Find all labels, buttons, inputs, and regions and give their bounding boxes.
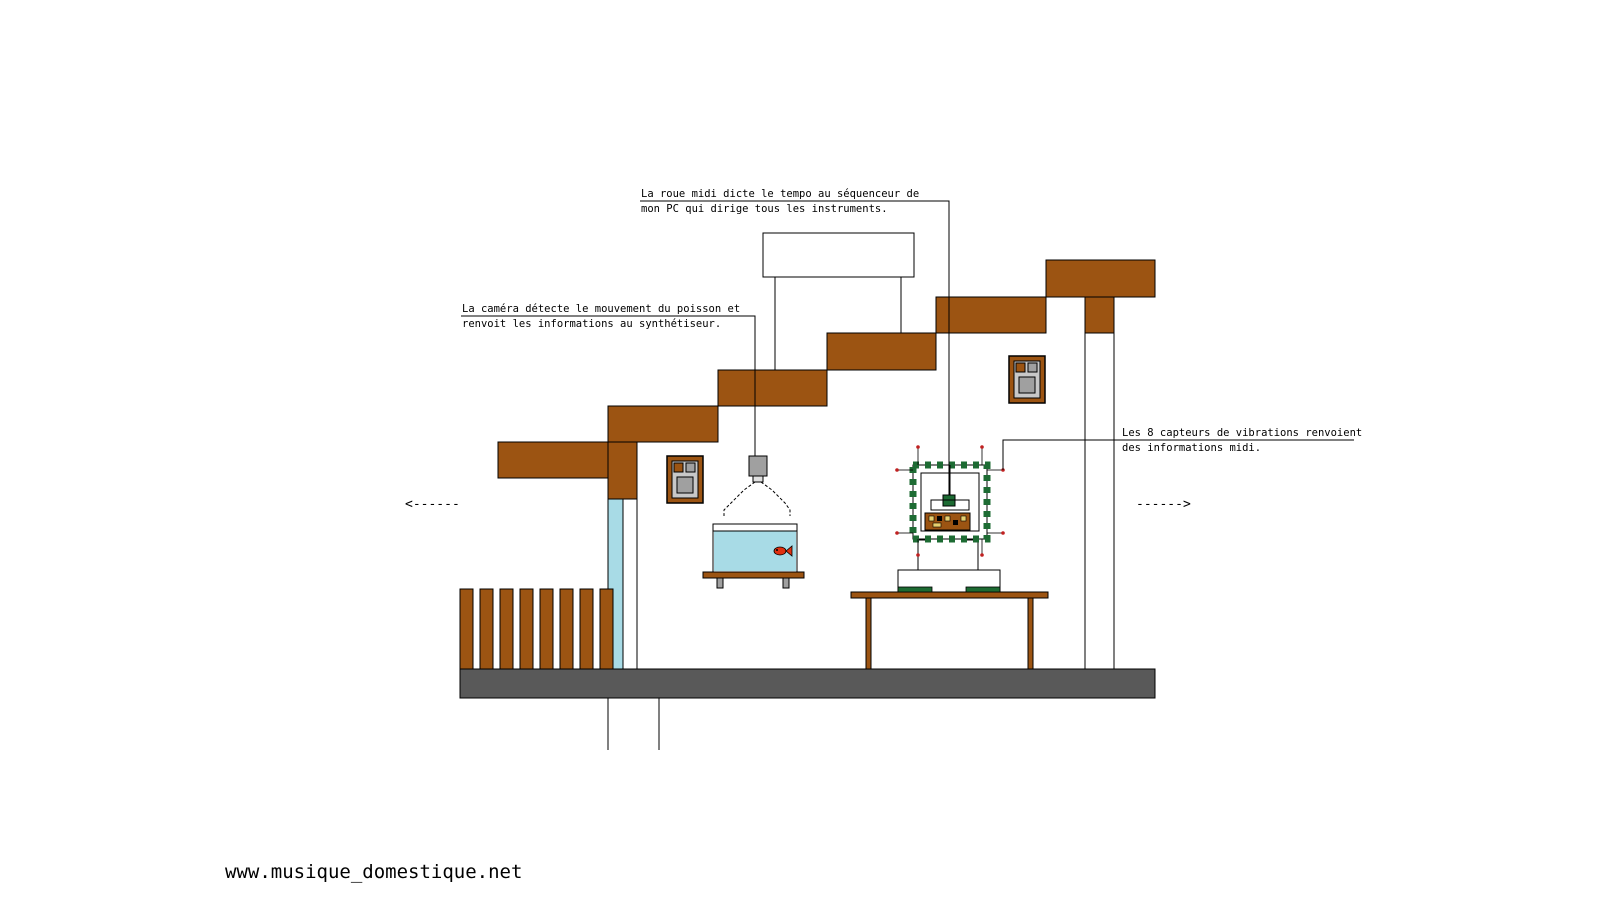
- camera-leader: [461, 315, 756, 456]
- fish-icon: [773, 545, 793, 557]
- circuit-board: [924, 512, 971, 531]
- fence-plank: [559, 588, 574, 670]
- capteurs-annotation-line1: Les 8 capteurs de vibrations renvoient: [1122, 427, 1362, 439]
- left-beam: [607, 441, 638, 500]
- vibration-sensor: [916, 445, 920, 449]
- roue-annotation-line2: mon PC qui dirige tous les instruments.: [641, 203, 888, 215]
- fence: [459, 588, 614, 670]
- stair-step-1: [497, 441, 609, 479]
- fence-plank: [599, 588, 614, 670]
- stair-step-4: [826, 332, 937, 371]
- vibration-sensor: [895, 468, 899, 472]
- fence-plank: [519, 588, 534, 670]
- right-beam: [1084, 296, 1115, 334]
- camera: [723, 455, 791, 516]
- capteurs-leader: [1002, 439, 1354, 470]
- fence-plank: [459, 588, 474, 670]
- pc-box: [762, 232, 915, 278]
- speaker-right: [1008, 355, 1046, 404]
- fence-plank: [539, 588, 554, 670]
- vibration-sensor: [895, 531, 899, 535]
- table: [850, 591, 1049, 670]
- fence-plank: [579, 588, 594, 670]
- staircase: [497, 259, 1156, 479]
- leader-lines: [461, 200, 1354, 495]
- aquarium: [712, 523, 798, 573]
- capteurs-annotation-line2: des informations midi.: [1122, 442, 1261, 454]
- stair-step-3: [717, 369, 828, 407]
- vibration-sensor: [1001, 531, 1005, 535]
- arrow-left: <------: [405, 497, 460, 512]
- floor: [459, 668, 1156, 699]
- vibration-sensor: [980, 553, 984, 557]
- aquarium-shelf: [702, 571, 805, 589]
- stair-step-6: [1045, 259, 1156, 298]
- speaker-left: [666, 455, 704, 504]
- stair-step-2: [607, 405, 719, 443]
- arrow-right: ------>: [1136, 497, 1191, 512]
- camera-annotation-line2: renvoit les informations au synthétiseur…: [462, 318, 721, 330]
- site-url[interactable]: www.musique_domestique.net: [225, 861, 522, 883]
- midi-wheel: [895, 445, 1005, 593]
- roue-leader: [640, 200, 950, 495]
- fence-plank: [499, 588, 514, 670]
- vibration-sensor: [916, 553, 920, 557]
- vibration-sensor: [980, 445, 984, 449]
- stair-step-5: [935, 296, 1047, 334]
- roue-annotation-line1: La roue midi dicte le tempo au séquenceu…: [641, 188, 919, 200]
- camera-annotation-line1: La caméra détecte le mouvement du poisso…: [462, 303, 740, 315]
- fence-plank: [479, 588, 494, 670]
